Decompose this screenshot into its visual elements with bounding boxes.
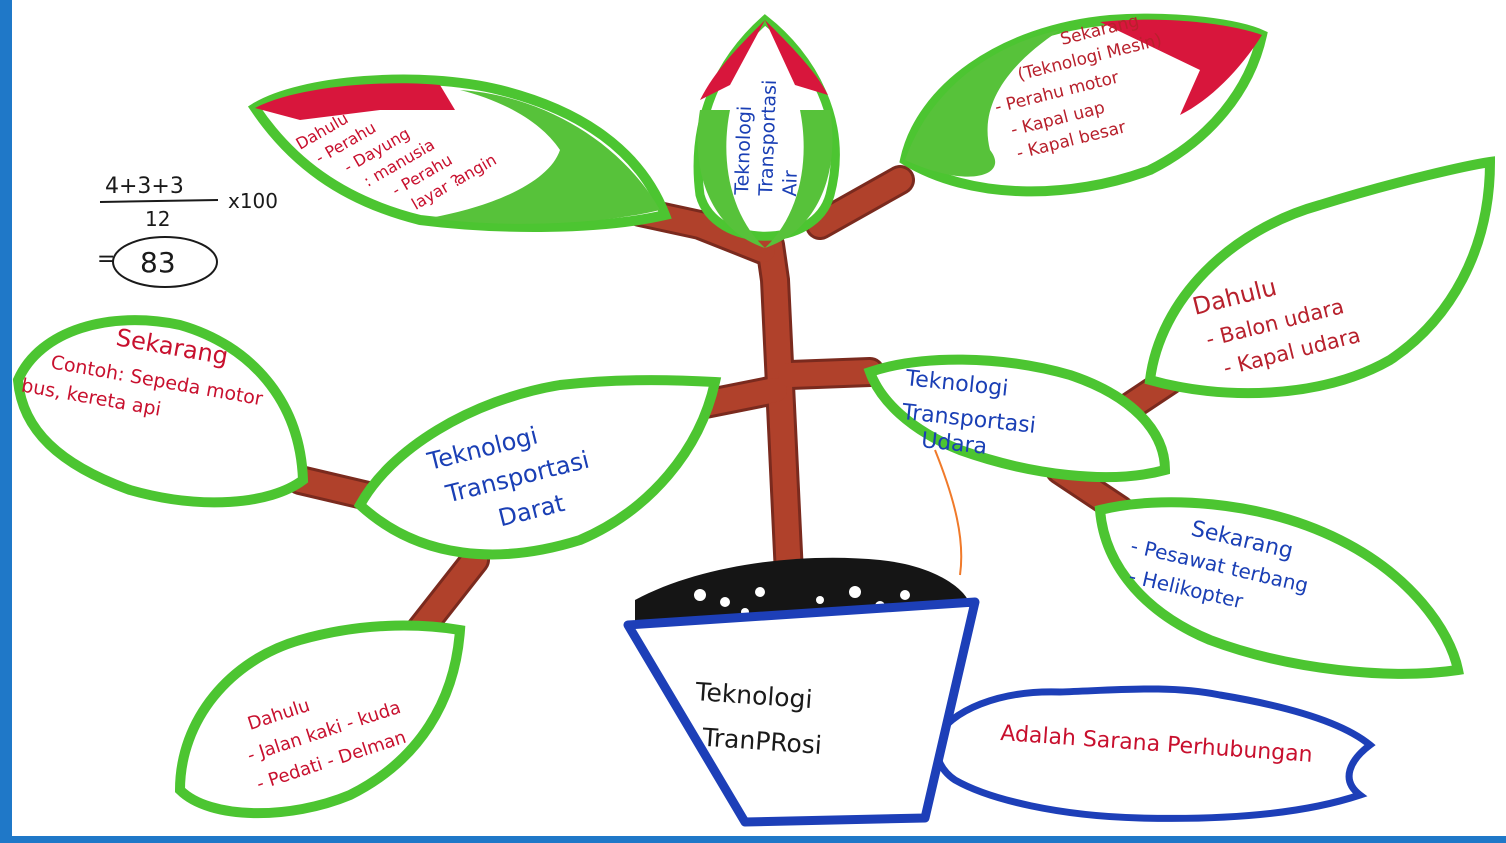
annotation-line — [934, 449, 963, 576]
bud-water — [693, 14, 840, 248]
water-title-line: Transportasi — [755, 79, 781, 197]
blue-frame-bottom — [0, 836, 1506, 843]
score-expression: 4+3+3 — [105, 174, 184, 199]
water-past-text: Dahulu - Perahu - Dayung : manusia - Per… — [293, 55, 500, 249]
blue-frame-left — [0, 0, 12, 843]
equals-sign: = — [97, 247, 115, 272]
leaf-air-title — [863, 354, 1171, 483]
score-denominator: 12 — [145, 207, 170, 231]
score-result: 83 — [140, 246, 176, 279]
leaf-air-now — [1094, 497, 1464, 679]
leaf-air-past — [1144, 156, 1496, 399]
result-circle — [112, 236, 218, 288]
leaf-water-now — [899, 13, 1268, 197]
water-title-line: Air — [779, 170, 802, 197]
score-calculation: 4+3+3 x100 12 = 83 — [97, 174, 278, 288]
leaf-land-past — [174, 620, 466, 819]
pot-body — [623, 597, 980, 827]
leaf-water-past — [247, 74, 672, 232]
water-title: Teknologi Transportasi Air — [731, 72, 805, 197]
score-multiplier: x100 — [228, 189, 278, 213]
water-title-line: Teknologi — [731, 105, 756, 196]
leaf-land-now — [12, 315, 309, 508]
fraction-bar — [99, 199, 219, 203]
leaf-land-title — [353, 375, 722, 560]
flower-pot — [623, 557, 980, 827]
water-now-text: Sekarang (Teknologi Mesin) - Perahu moto… — [981, 5, 1188, 166]
